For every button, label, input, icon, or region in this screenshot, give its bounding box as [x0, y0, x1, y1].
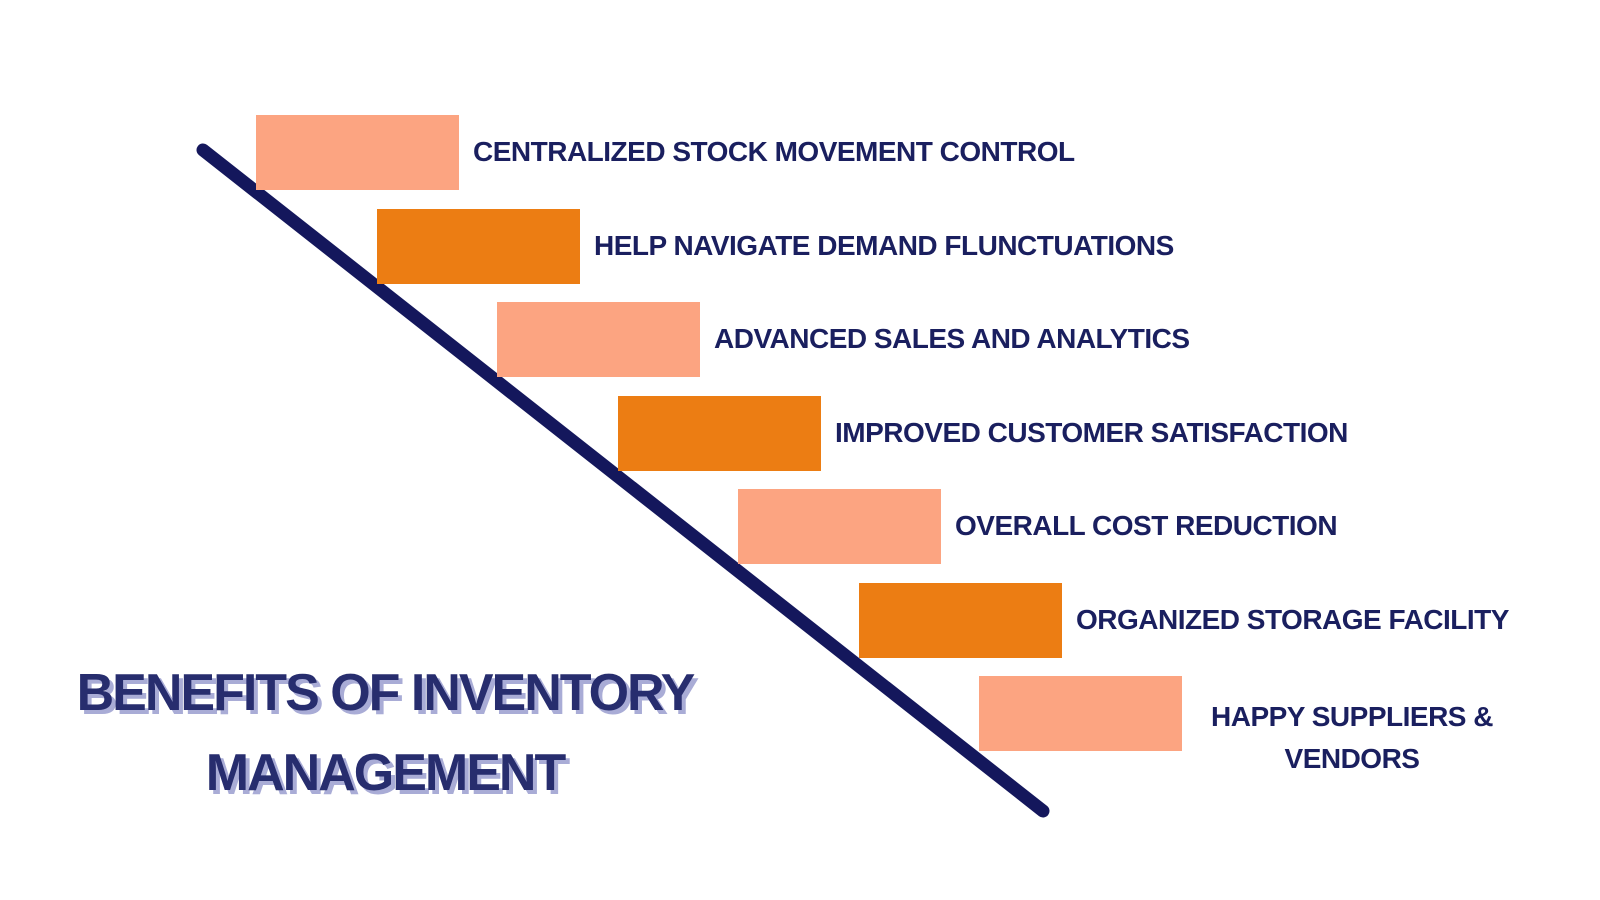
- step-rect: [859, 583, 1062, 658]
- step-label-line: ADVANCED SALES AND ANALYTICS: [714, 323, 1190, 355]
- step-label-line: HELP NAVIGATE DEMAND FLUNCTUATIONS: [594, 230, 1174, 262]
- step-label-line: CENTRALIZED STOCK MOVEMENT CONTROL: [473, 136, 1075, 168]
- step-label: CENTRALIZED STOCK MOVEMENT CONTROL: [473, 115, 1075, 190]
- step-label: ORGANIZED STORAGE FACILITY: [1076, 583, 1509, 658]
- page-title: BENEFITS OF INVENTORY MANAGEMENT: [25, 653, 745, 813]
- step-label: HELP NAVIGATE DEMAND FLUNCTUATIONS: [594, 209, 1174, 284]
- step-rect: [738, 489, 941, 564]
- step-rect: [256, 115, 459, 190]
- step-label: HAPPY SUPPLIERS & VENDORS: [1187, 696, 1517, 780]
- step-label-line: OVERALL COST REDUCTION: [955, 510, 1338, 542]
- step-label-line: HAPPY SUPPLIERS &: [1211, 701, 1493, 732]
- step-rect: [979, 676, 1182, 751]
- trend-line-stroke: [196, 143, 1050, 818]
- step-rect: [497, 302, 700, 377]
- step-label: IMPROVED CUSTOMER SATISFACTION: [835, 396, 1348, 471]
- step-label-line: ORGANIZED STORAGE FACILITY: [1076, 604, 1509, 636]
- page-title-line1: BENEFITS OF INVENTORY: [76, 664, 696, 722]
- page-title-line2: MANAGEMENT: [205, 744, 566, 802]
- step-label-line: VENDORS: [1284, 743, 1420, 774]
- step-rect: [377, 209, 580, 284]
- step-label-line: IMPROVED CUSTOMER SATISFACTION: [835, 417, 1348, 449]
- step-rect: [618, 396, 821, 471]
- step-label: OVERALL COST REDUCTION: [955, 489, 1338, 564]
- step-label: ADVANCED SALES AND ANALYTICS: [714, 302, 1190, 377]
